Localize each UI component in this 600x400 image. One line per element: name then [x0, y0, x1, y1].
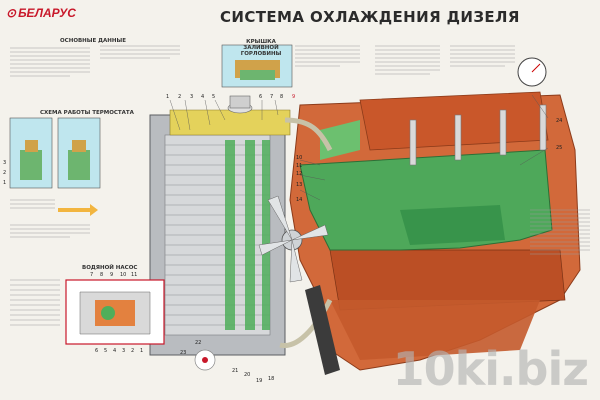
- thermo-callout-1: 1: [3, 180, 7, 186]
- callout-18: 18: [268, 376, 275, 382]
- pump-callout-7: 7: [90, 272, 94, 278]
- callout-8: 8: [280, 94, 284, 100]
- water-pump-heading: ВОДЯНОЙ НАСОС: [82, 265, 138, 271]
- radiator: [149, 95, 291, 356]
- callout-9: 9: [292, 94, 296, 100]
- water-pump-inset: [65, 279, 165, 345]
- brand-logo: ⊙БЕЛАРУС: [6, 6, 76, 20]
- pump-callout-3: 3: [122, 348, 126, 354]
- callout-22: 22: [195, 340, 202, 346]
- injectors: [409, 104, 547, 166]
- pump-callout-6: 6: [95, 348, 99, 354]
- callout-6: 6: [259, 94, 263, 100]
- pump-callout-1: 1: [140, 348, 144, 354]
- thermo-callout-3: 3: [3, 160, 7, 166]
- brand-name: БЕЛАРУС: [18, 6, 76, 20]
- callout-24: 24: [556, 118, 563, 124]
- pump-callout-8: 8: [100, 272, 104, 278]
- thermostat-diagrams: [9, 117, 101, 216]
- main-data-heading: ОСНОВНЫЕ ДАННЫЕ: [60, 38, 126, 44]
- pump-callout-5: 5: [104, 348, 108, 354]
- coolant-hoses: [279, 117, 333, 348]
- callout-14: 14: [296, 197, 303, 203]
- callout-12: 12: [296, 171, 303, 177]
- coolant-jacket: [299, 120, 553, 251]
- description-text-blocks: [10, 45, 590, 326]
- callout-10: 10: [296, 155, 303, 161]
- pump-callout-9: 9: [110, 272, 114, 278]
- callout-5: 5: [212, 94, 216, 100]
- filler-cap-heading: КРЫШКА ЗАЛИВНОЙ ГОРЛОВИНЫ: [240, 39, 282, 57]
- pump-callout-4: 4: [113, 348, 117, 354]
- thermo-callout-2: 2: [3, 170, 7, 176]
- callout-7: 7: [270, 94, 274, 100]
- callout-2: 2: [178, 94, 182, 100]
- cooling-fan: [258, 195, 329, 283]
- callout-4: 4: [201, 94, 205, 100]
- filler-cap-inset: [221, 44, 293, 88]
- callout-11: 11: [296, 163, 303, 169]
- callout-19: 19: [256, 378, 263, 384]
- temperature-gauge-icon: [517, 57, 547, 87]
- small-parts-detail: [194, 349, 216, 371]
- callout-21: 21: [232, 368, 239, 374]
- callout-23: 23: [180, 350, 187, 356]
- tractor-logo-icon: ⊙: [6, 6, 17, 20]
- fan-belt: [305, 285, 340, 375]
- callout-25: 25: [556, 145, 563, 151]
- page-title: СИСТЕМА ОХЛАЖДЕНИЯ ДИЗЕЛЯ: [220, 8, 520, 26]
- pump-callout-11: 11: [131, 272, 138, 278]
- callout-20: 20: [244, 372, 251, 378]
- thermostat-heading: СХЕМА РАБОТЫ ТЕРМОСТАТА: [40, 110, 134, 116]
- callout-1: 1: [166, 94, 170, 100]
- callout-3: 3: [190, 94, 194, 100]
- pump-callout-2: 2: [131, 348, 135, 354]
- callout-leader-lines: [169, 94, 549, 201]
- pump-callout-10: 10: [120, 272, 127, 278]
- callout-13: 13: [296, 182, 303, 188]
- watermark: 10ki.biz: [392, 342, 589, 396]
